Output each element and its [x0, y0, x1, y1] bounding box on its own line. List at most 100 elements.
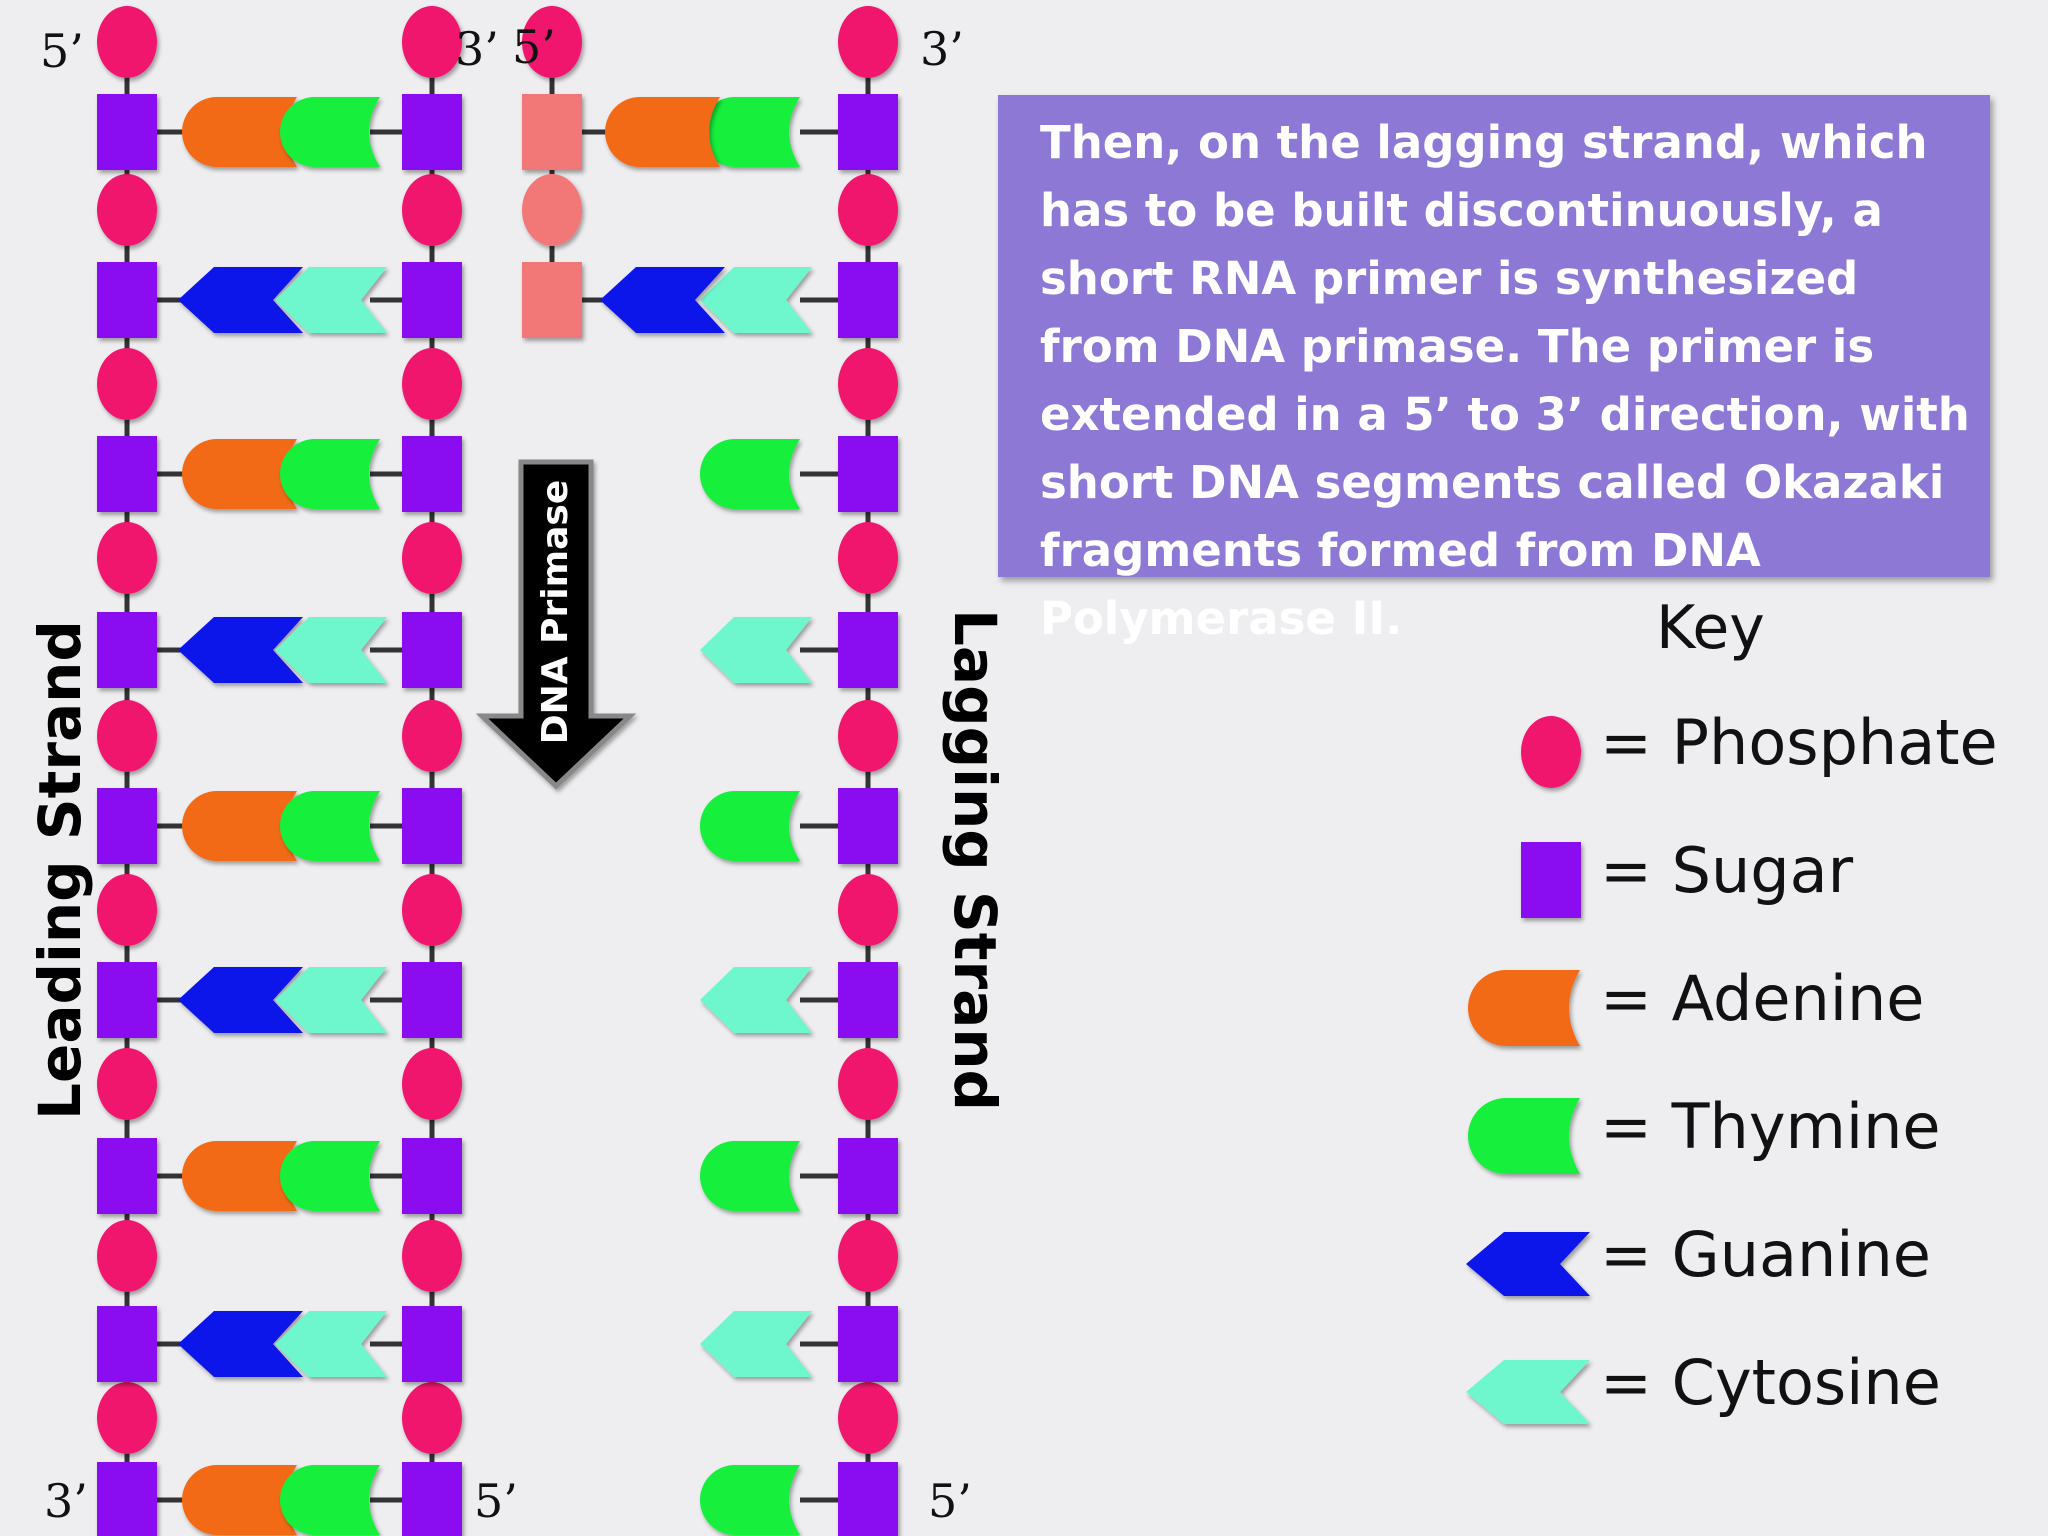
key-label-guanine: = Guanine — [1600, 1218, 1931, 1291]
phosphate — [97, 1048, 157, 1120]
cytosine-base — [700, 967, 812, 1033]
phosphate — [402, 700, 462, 772]
phosphate — [402, 6, 462, 78]
thymine-base — [280, 97, 380, 167]
primer-sugar — [522, 94, 582, 170]
sugar — [97, 262, 157, 338]
thymine-base — [700, 1465, 800, 1535]
phosphate — [838, 6, 898, 78]
sugar — [402, 612, 462, 688]
caption-box: Then, on the lagging strand, which has t… — [998, 95, 1990, 645]
end-label-left-top: 5’ — [40, 24, 84, 78]
cytosine-base — [275, 1311, 387, 1377]
phosphate — [97, 522, 157, 594]
cytosine-base — [275, 267, 387, 333]
thymine-base — [700, 791, 800, 861]
adenine-base — [605, 97, 720, 167]
sugar — [838, 262, 898, 338]
leading-strand-label: Leading Strand — [26, 620, 94, 1120]
phosphate — [97, 6, 157, 78]
thymine-base — [280, 1465, 380, 1535]
key-title: Key — [1656, 593, 1765, 663]
end-label-left-pair-top: 3’ — [455, 22, 499, 76]
sugar — [97, 94, 157, 170]
guanine-base — [178, 1311, 303, 1377]
phosphate — [97, 174, 157, 246]
primer-sugar — [522, 262, 582, 338]
phosphate — [402, 174, 462, 246]
sugar — [402, 962, 462, 1038]
phosphate — [838, 1382, 898, 1454]
sugar-icon — [1521, 842, 1581, 918]
dna-primase-arrow — [475, 459, 637, 790]
key-label-cytosine: = Cytosine — [1600, 1346, 1941, 1419]
phosphate — [97, 700, 157, 772]
phosphate — [97, 348, 157, 420]
end-label-right-pair-top: 3’ — [920, 22, 964, 76]
sugar — [838, 1138, 898, 1214]
primer-phosphate — [522, 6, 582, 78]
sugar — [838, 1462, 898, 1536]
phosphate — [402, 1220, 462, 1292]
thymine-base — [280, 791, 380, 861]
phosphate — [402, 522, 462, 594]
sugar — [838, 962, 898, 1038]
sugar — [402, 1462, 462, 1536]
adenine-base — [182, 439, 297, 509]
thymine-base — [280, 1141, 380, 1211]
sugar — [97, 436, 157, 512]
key-label-adenine: = Adenine — [1600, 962, 1925, 1035]
cytosine-icon — [1466, 1360, 1590, 1424]
sugar — [402, 1306, 462, 1382]
cytosine-base — [275, 617, 387, 683]
thymine-icon — [1468, 1098, 1580, 1174]
phosphate — [402, 348, 462, 420]
phosphate — [402, 1048, 462, 1120]
sugar — [838, 436, 898, 512]
guanine-base — [600, 267, 725, 333]
end-label-left-bottom: 3’ — [44, 1474, 88, 1528]
sugar — [838, 94, 898, 170]
phosphate — [838, 700, 898, 772]
sugar — [97, 1462, 157, 1536]
thymine-base — [280, 439, 380, 509]
thymine-base — [700, 439, 800, 509]
lagging-strand-label: Lagging Strand — [941, 608, 1009, 1112]
guanine-base — [178, 267, 303, 333]
phosphate — [838, 874, 898, 946]
sugar — [838, 1306, 898, 1382]
phosphate — [838, 348, 898, 420]
sugar — [402, 262, 462, 338]
sugar — [402, 1138, 462, 1214]
end-label-right-top: 5’ — [512, 20, 556, 74]
phosphate — [402, 874, 462, 946]
phosphate — [838, 1048, 898, 1120]
phosphate-icon — [1521, 716, 1581, 788]
key-label-sugar: = Sugar — [1600, 834, 1854, 907]
caption-text: Then, on the lagging strand, which has t… — [1040, 116, 1970, 645]
sugar — [97, 962, 157, 1038]
guanine-icon — [1466, 1232, 1590, 1296]
key-label-thymine: = Thymine — [1600, 1090, 1941, 1163]
thymine-base — [700, 1141, 800, 1211]
sugar — [838, 612, 898, 688]
phosphate — [402, 1382, 462, 1454]
guanine-base — [178, 617, 303, 683]
adenine-base — [182, 791, 297, 861]
adenine-base — [182, 1465, 297, 1535]
sugar — [838, 788, 898, 864]
phosphate — [97, 1382, 157, 1454]
phosphate — [838, 174, 898, 246]
guanine-base — [178, 967, 303, 1033]
sugar — [402, 436, 462, 512]
sugar — [402, 788, 462, 864]
dna-primase-label: DNA Primase — [535, 479, 576, 745]
cytosine-base — [700, 1311, 812, 1377]
cytosine-base — [700, 267, 812, 333]
sugar — [97, 788, 157, 864]
phosphate — [97, 1220, 157, 1292]
adenine-base — [182, 1141, 297, 1211]
cytosine-base — [275, 967, 387, 1033]
adenine-base — [182, 97, 297, 167]
